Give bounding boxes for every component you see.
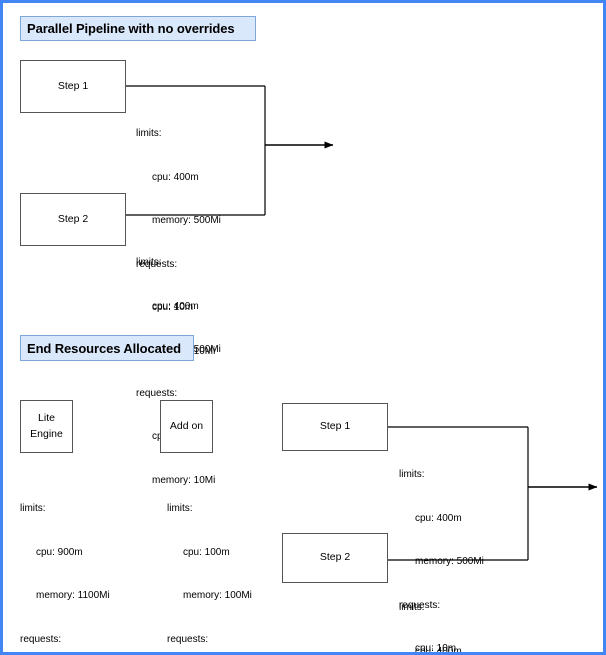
requests-cpu: cpu: 10m bbox=[152, 302, 194, 313]
node-bottom-step-1[interactable]: Step 1 bbox=[282, 403, 388, 451]
limits-memory: memory: 1100Mi bbox=[36, 590, 110, 601]
requests-memory: memory: 10Mi bbox=[152, 474, 216, 486]
node-label: Step 1 bbox=[57, 79, 89, 92]
limits-memory: memory: 500Mi bbox=[415, 556, 484, 567]
requests-label: requests: bbox=[136, 258, 178, 270]
limits-cpu: cpu: 100m bbox=[183, 546, 230, 558]
limits-label: limits: bbox=[399, 469, 425, 480]
node-label-line-1: Lite bbox=[38, 412, 55, 425]
limits-label: limits: bbox=[399, 602, 425, 613]
limits-label: limits: bbox=[20, 503, 46, 514]
limits-cpu: cpu: 400m bbox=[415, 645, 462, 655]
limits-label: limits: bbox=[167, 503, 193, 514]
node-top-step-1[interactable]: Step 1 bbox=[20, 60, 126, 113]
limits-memory: memory: 100Mi bbox=[183, 590, 252, 601]
node-label: Step 2 bbox=[57, 212, 89, 225]
node-add-on[interactable]: Add on bbox=[160, 400, 213, 453]
node-label: Step 1 bbox=[319, 420, 351, 433]
requests-label: requests: bbox=[399, 599, 441, 611]
limits-label: limits: bbox=[136, 257, 162, 268]
node-bottom-step-2[interactable]: Step 2 bbox=[282, 533, 388, 583]
limits-cpu: cpu: 900m bbox=[36, 546, 83, 558]
section-title-parallel-pipeline: Parallel Pipeline with no overrides bbox=[20, 16, 256, 41]
resources-bottom-step-2: limits: cpu: 400m memory: 500Mi requests… bbox=[399, 572, 484, 655]
limits-cpu: cpu: 400m bbox=[152, 171, 199, 183]
requests-cpu: cpu: 10m bbox=[415, 643, 457, 654]
node-label: Step 2 bbox=[319, 551, 351, 564]
node-label-line-2: Engine bbox=[30, 427, 63, 440]
limits-label: limits: bbox=[136, 128, 162, 139]
section-title-end-resources: End Resources Allocated bbox=[20, 335, 194, 361]
node-top-step-2[interactable]: Step 2 bbox=[20, 193, 126, 246]
limits-cpu: cpu: 400m bbox=[152, 300, 199, 312]
requests-label: requests: bbox=[136, 387, 178, 399]
resources-bottom-step-1: limits: cpu: 400m memory: 500Mi requests… bbox=[399, 439, 484, 654]
limits-cpu: cpu: 400m bbox=[415, 512, 462, 524]
node-label: Add on bbox=[169, 419, 204, 432]
resources-add-on: limits: cpu: 100m memory: 100Mi requests… bbox=[167, 473, 252, 652]
limits-memory: memory: 500Mi bbox=[152, 215, 221, 226]
resources-lite-engine: limits: cpu: 900m memory: 1100Mi request… bbox=[20, 473, 110, 652]
requests-label: requests: bbox=[20, 633, 62, 645]
requests-label: requests: bbox=[167, 633, 209, 645]
